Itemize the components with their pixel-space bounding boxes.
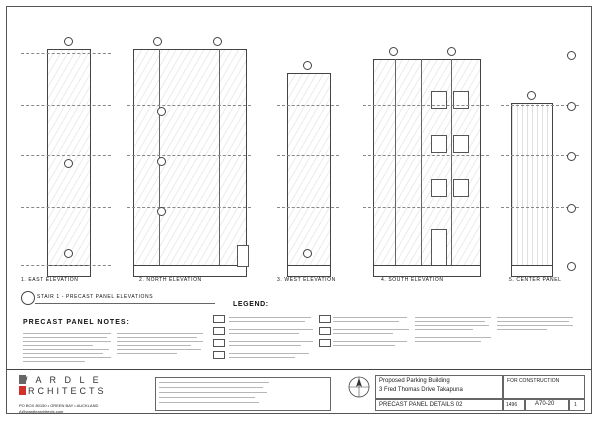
logo-accent-square (19, 375, 26, 384)
east-elevation-base (47, 265, 91, 277)
elevation-title-east: 1. EAST ELEVATION (21, 277, 79, 283)
stair-callout-bubble (21, 291, 35, 305)
stair-opening (453, 135, 469, 153)
door-opening (431, 229, 447, 267)
logo-accent-square (19, 386, 26, 395)
project-number: 1496 (506, 402, 518, 408)
notes-title: PRECAST PANEL NOTES: (23, 319, 130, 326)
company-name-line1: W A R D L E (19, 375, 102, 385)
drawing-sheet: 1. EAST ELEVATION 2. NORTH ELEVATION 3. … (6, 6, 592, 414)
company-address: PO BOX 80150 • GREEN BAY • AUCKLAND (19, 403, 99, 408)
grid-bubble (64, 249, 73, 258)
revisions-table (155, 377, 331, 411)
legend-title: LEGEND: (233, 301, 269, 308)
grid-bubble (64, 159, 73, 168)
sheet-title: PRECAST PANEL DETAILS 02 (379, 402, 463, 408)
elevation-title-center: 5. CENTER PANEL (509, 277, 562, 283)
company-name-line2: ARCHITECTS (19, 386, 107, 396)
company-email: A@wardlearchitects.com (19, 409, 64, 414)
stair-opening (453, 91, 469, 109)
stair-callout-label: STAIR 1 - PRECAST PANEL ELEVATIONS (37, 294, 154, 300)
drawing-status: FOR CONSTRUCTION (507, 378, 560, 384)
stair-opening (431, 179, 447, 197)
revision-number: 1 (574, 402, 577, 408)
grid-bubble (64, 37, 73, 46)
elevation-title-west: 3. WEST ELEVATION (277, 277, 336, 283)
elevation-title-south: 4. SOUTH ELEVATION (381, 277, 444, 283)
project-name: Proposed Parking Building (379, 378, 450, 384)
drawing-number: A70-20 (535, 401, 555, 407)
stair-opening (431, 91, 447, 109)
stair-opening (453, 179, 469, 197)
elevation-title-north: 2. NORTH ELEVATION (139, 277, 202, 283)
stair-opening (431, 135, 447, 153)
north-arrow (347, 375, 371, 399)
company-logo: W A R D L E ARCHITECTS (19, 375, 135, 401)
project-address: 3 Fred Thomas Drive Takapuna (379, 387, 463, 393)
west-elevation-panel (287, 73, 331, 267)
north-elevation-panel (133, 49, 247, 267)
east-elevation-panel (47, 49, 91, 267)
center-panel (511, 103, 553, 267)
